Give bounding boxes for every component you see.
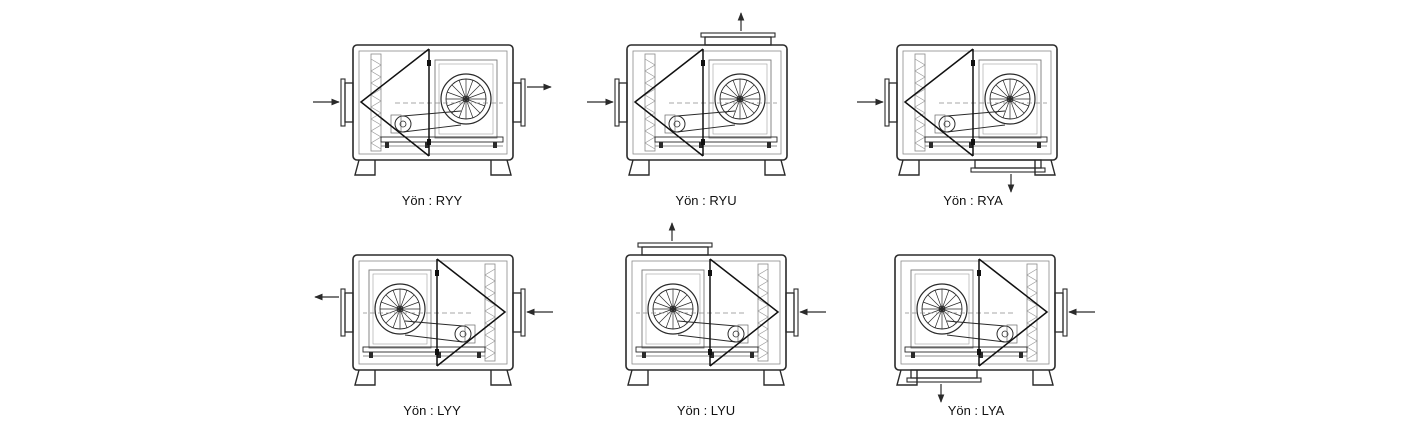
caption-lya: Yön : LYA <box>947 403 1005 418</box>
unit-lyu <box>626 223 826 385</box>
caption-lyu: Yön : LYU <box>676 403 736 418</box>
caption-rya: Yön : RYA <box>943 193 1003 208</box>
unit-lyy <box>315 255 553 385</box>
caption-ryy: Yön : RYY <box>401 193 463 208</box>
caption-ryu: Yön : RYU <box>675 193 737 208</box>
unit-rya <box>857 45 1057 192</box>
caption-lyy: Yön : LYY <box>403 403 461 418</box>
unit-lya <box>895 255 1095 402</box>
unit-ryu <box>587 13 787 175</box>
unit-ryy <box>313 45 551 175</box>
